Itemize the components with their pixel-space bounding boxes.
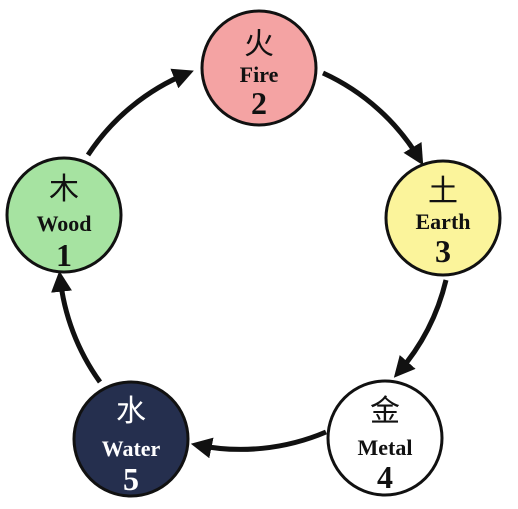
fire-circle xyxy=(200,9,318,127)
earth-character: 土 xyxy=(428,174,458,209)
arrow-wood-to-fire xyxy=(85,68,194,157)
water-circle xyxy=(72,380,190,498)
element-node-metal: 金 Metal 4 xyxy=(326,379,444,497)
element-node-fire: 火 Fire 2 xyxy=(200,9,318,127)
earth-number: 3 xyxy=(435,233,451,269)
fire-label: Fire xyxy=(240,62,279,87)
metal-label: Metal xyxy=(358,435,413,460)
earth-circle xyxy=(384,159,502,277)
arrow-water-to-wood xyxy=(51,270,103,384)
metal-circle xyxy=(326,379,444,497)
wood-circle xyxy=(5,156,123,274)
element-node-wood: 木 Wood 1 xyxy=(5,156,123,274)
metal-character: 金 xyxy=(370,394,400,429)
arrow-fire-to-earth xyxy=(321,70,424,166)
cycle-arrows xyxy=(51,68,449,459)
element-node-water: 水 Water 5 xyxy=(72,380,190,498)
arrow-metal-to-water xyxy=(190,429,327,459)
fire-character: 火 xyxy=(244,27,274,62)
water-character: 水 xyxy=(116,394,146,429)
wood-number: 1 xyxy=(56,237,72,273)
earth-label: Earth xyxy=(416,209,471,234)
wood-character: 木 xyxy=(49,172,79,207)
arrow-earth-to-metal xyxy=(393,279,449,378)
water-label: Water xyxy=(102,436,161,461)
metal-number: 4 xyxy=(377,459,393,495)
fire-number: 2 xyxy=(251,85,267,121)
water-number: 5 xyxy=(123,461,139,497)
wood-label: Wood xyxy=(36,211,91,236)
element-node-earth: 土 Earth 3 xyxy=(384,159,502,277)
